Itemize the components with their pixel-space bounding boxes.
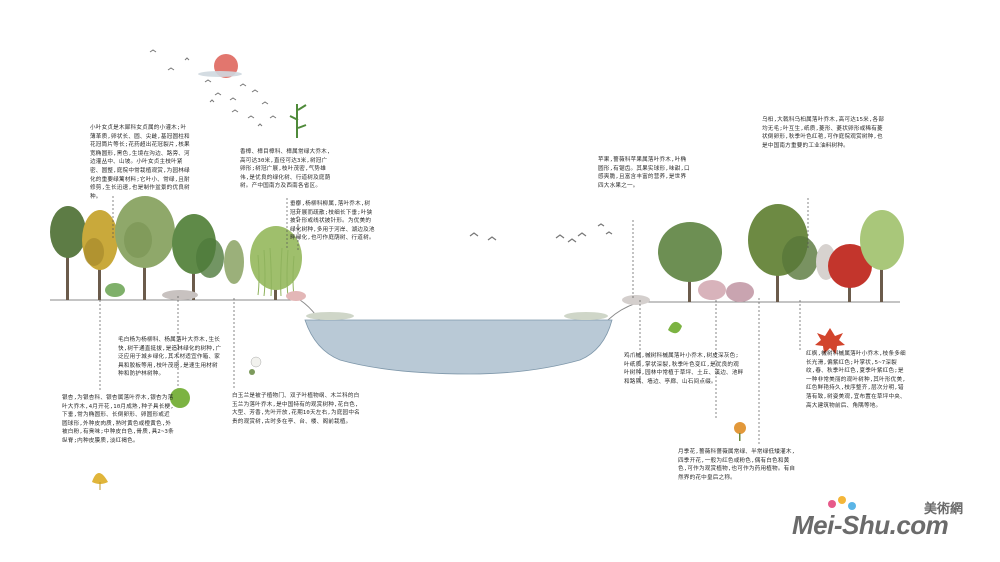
left-bank-trees (50, 196, 306, 301)
note-ilex: 乌桕,大戟科乌桕属落叶乔木,高可达15米,各部均无毛;叶互生,纸质,菱形、菱状卵… (762, 117, 885, 149)
note-camphor: 白玉兰是被子植物门、双子叶植物纲、木兰科的白玉兰为落叶乔木,是中国特有的观赏树种… (232, 393, 360, 425)
rose-flower-icon (734, 422, 746, 441)
note-ginkgo: 银杏,为银杏科、银杏属落叶乔木,银杏为落叶大乔木,4月开花,10月成熟,种子具长… (62, 395, 174, 444)
site-logo: 美術網 Mei-Shu.com (792, 498, 992, 542)
reeds-right (564, 312, 608, 320)
birds-over-water-icon (469, 223, 613, 243)
note-acer: 鸡爪槭,槭树科槭属落叶小乔木,树皮深灰色;叶纸质,掌状深裂,秋季叶色变红,是优良… (624, 353, 744, 385)
birds-flock-icon (149, 49, 277, 127)
river-water (304, 319, 613, 375)
logo-text: Mei-Shu.com (792, 510, 949, 540)
note-tallow: 毛白杨为杨柳科、杨属落叶大乔木,生长快,树干通直挺拔,是造林绿化的树种,广泛应用… (118, 337, 222, 378)
right-bank-trees (622, 204, 904, 305)
note-bamboo: 香樟、樟目樟科、樟属常绿大乔木,高可达30米,直径可达3米,树冠广卵形;树冠广展… (240, 149, 331, 190)
leaf-green-icon (170, 388, 190, 408)
magnolia-flower-icon (249, 356, 262, 375)
sun-icon (198, 54, 242, 78)
annotation-leaders (99, 196, 809, 444)
reeds-left (306, 312, 354, 320)
note-maple-red: 红枫,槭树科槭属落叶小乔木,枝条多细长光滑,偏紫红色;叶掌状,5~7深裂纹,春、… (806, 351, 906, 409)
note-maple-right: 苹果,蔷薇科苹果属落叶乔木,叶椭圆形,有锯齿。其果实球形,味甜,口感爽脆,且富含… (598, 157, 690, 189)
logo-chinese-text: 美術網 (924, 502, 964, 517)
site-logo-mark (828, 496, 856, 510)
bamboo-icon (289, 104, 307, 138)
note-willow: 垂柳,杨柳科柳属,落叶乔木,树冠开展而疏散;枝细长下垂;叶狭披针形或线状披针形。… (290, 201, 375, 242)
note-osmanthus: 小叶女贞是木犀科女贞属的小灌木;叶薄革质,卵状长、圆、尖雌,基冠圆柱和花冠筒片等… (90, 125, 190, 200)
red-maple-leaf-icon (815, 328, 845, 354)
leaf-right-icon (668, 321, 682, 334)
note-rose: 月季花,蔷薇科蔷薇属常绿、半常绿低矮灌木,四季开花,一般为红色或粉色,偶有白色和… (678, 449, 796, 481)
ginkgo-leaf-icon (92, 473, 108, 490)
